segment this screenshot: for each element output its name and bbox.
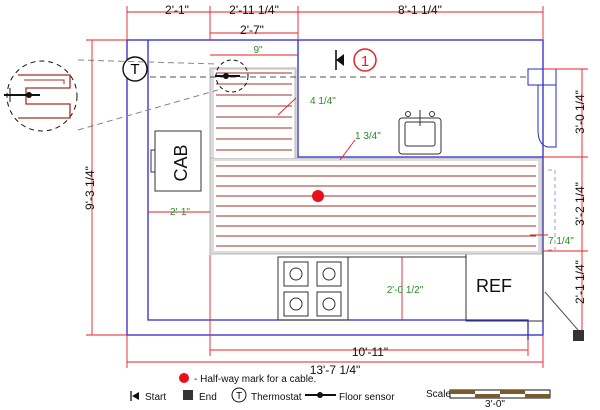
legend-end-icon bbox=[183, 390, 193, 400]
window bbox=[527, 68, 557, 148]
thermostat-label: T bbox=[130, 61, 139, 78]
dim-seven: 7 1/4" bbox=[548, 236, 574, 247]
legend-start: Start bbox=[145, 392, 166, 403]
legend: - Half-way mark for a cable. Start End T… bbox=[130, 373, 551, 410]
start-marker: 1 bbox=[335, 48, 377, 72]
fridge: REF bbox=[465, 250, 544, 322]
legend-thermostat: Thermostat bbox=[251, 392, 302, 403]
dim-right-bot: 2'-1 1/4" bbox=[573, 260, 587, 304]
marker-number: 1 bbox=[361, 53, 369, 70]
legend-halfway: - Half-way mark for a cable. bbox=[194, 374, 316, 385]
stove bbox=[277, 256, 349, 321]
end-leader bbox=[544, 291, 579, 331]
fridge-label: REF bbox=[476, 276, 512, 296]
dim-nine: 9" bbox=[253, 45, 263, 56]
legend-start-icon bbox=[132, 392, 139, 400]
dim-one-three: 1 3/4" bbox=[355, 131, 381, 142]
dim-top-mid: 2'-11 1/4" bbox=[229, 3, 279, 17]
dim-four: 4 1/4" bbox=[310, 96, 336, 107]
cabinet-label: CAB bbox=[171, 144, 191, 181]
thermostat-icon: T bbox=[122, 56, 148, 82]
cabinet: CAB bbox=[150, 130, 202, 192]
floor-sensor-icon bbox=[215, 59, 249, 93]
legend-floor-sensor-icon bbox=[305, 392, 336, 398]
halfway-mark bbox=[312, 190, 324, 202]
dim-top-right: 8'-1 1/4" bbox=[398, 3, 442, 17]
legend-thermostat-glyph: T bbox=[236, 391, 242, 402]
dim-top-inner: 2'-7" bbox=[240, 23, 264, 37]
legend-scale-value: 3'-0" bbox=[485, 399, 505, 410]
dimension-labels: 2'-1" 2'-11 1/4" 8'-1 1/4" 2'-7" 9" 4 1/… bbox=[83, 3, 587, 377]
legend-floor-sensor: Floor sensor bbox=[339, 392, 395, 403]
right-dashed-bracket bbox=[548, 169, 556, 251]
sensor-detail-callout bbox=[4, 59, 219, 132]
dim-left-height: 9'-3 1/4" bbox=[83, 166, 97, 210]
dim-bottom-total: 13'-7 1/4" bbox=[310, 363, 361, 377]
scale-bar bbox=[449, 389, 551, 399]
legend-end: End bbox=[199, 392, 217, 403]
legend-halfway-icon bbox=[179, 373, 189, 383]
dimension-lines bbox=[86, 6, 588, 368]
heating-cable bbox=[216, 72, 536, 247]
dim-two-one-inner: 2'-1" bbox=[170, 207, 190, 218]
dim-right-mid: 3'-2 1/4" bbox=[573, 182, 587, 226]
dim-top-left: 2'-1" bbox=[165, 3, 189, 17]
dim-bottom-inner: 10'-11" bbox=[352, 345, 388, 359]
sink bbox=[398, 110, 442, 155]
dim-right-top: 3'-0 1/4" bbox=[573, 90, 587, 134]
legend-scale: Scale bbox=[426, 389, 451, 400]
end-marker bbox=[573, 330, 584, 341]
legend-thermostat-icon: T bbox=[231, 387, 247, 403]
dim-stove-gap: 2'-0 1/2" bbox=[387, 285, 424, 296]
